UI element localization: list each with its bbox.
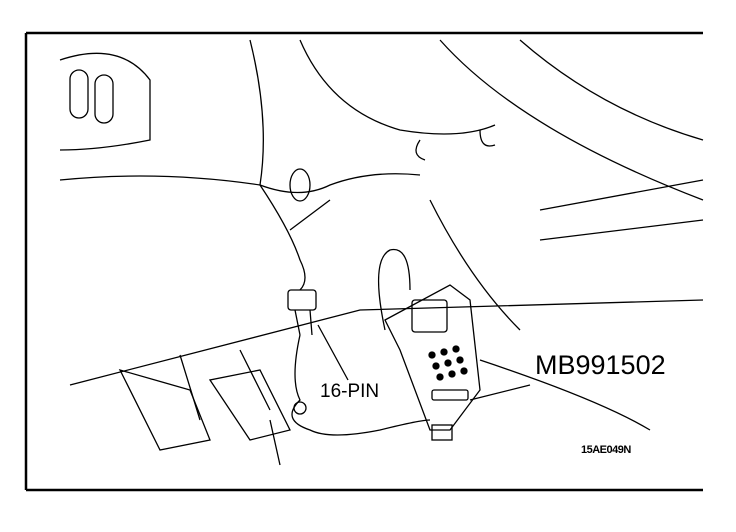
dashboard-edge [59, 175, 306, 291]
frame-border [24, 31, 703, 492]
scan-tool [377, 248, 481, 441]
leader-line-connector [317, 324, 349, 381]
body-lines [69, 39, 704, 386]
steering-column [249, 39, 496, 231]
leader-line-tool [469, 384, 531, 401]
diagnostic-connector [287, 289, 431, 436]
figure-id: 15AE049N [581, 444, 631, 456]
pedals [118, 349, 291, 466]
connector-label: 16-PIN [320, 381, 380, 402]
dashboard-vent [59, 52, 151, 151]
tool-label: MB991502 [535, 350, 666, 380]
